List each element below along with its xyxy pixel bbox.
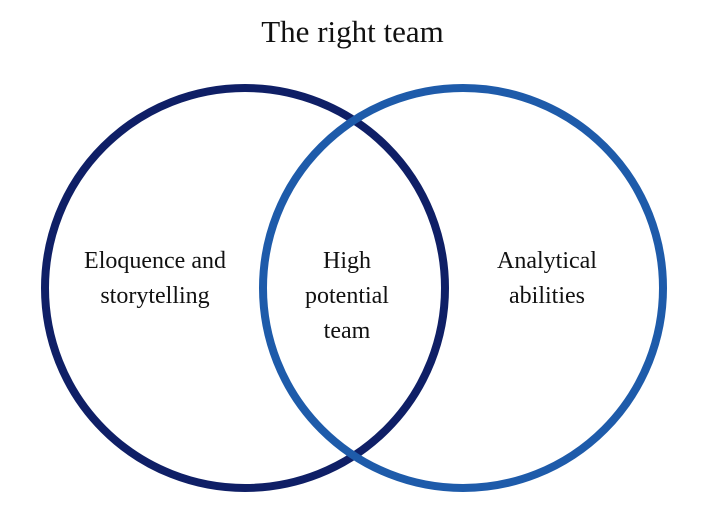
right-circle bbox=[259, 84, 667, 492]
overlap-label: High potential team bbox=[305, 248, 389, 344]
left-circle-label: Eloquence and storytelling bbox=[84, 248, 226, 309]
right-circle-label: Analytical abilities bbox=[497, 248, 597, 309]
diagram-title: The right team bbox=[261, 14, 444, 49]
left-circle bbox=[41, 84, 449, 492]
